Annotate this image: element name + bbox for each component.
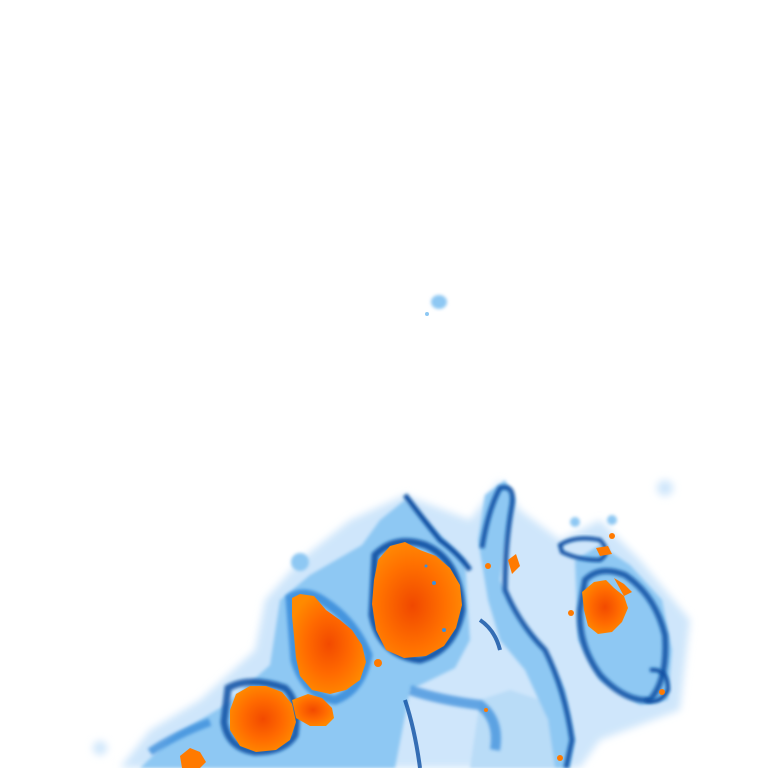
core-large-left [292,594,366,694]
orange-specks [374,554,563,761]
isolated-speck [425,295,447,316]
core-large-center [372,542,462,658]
core-lower-left [180,686,334,768]
core-small-right [568,533,665,695]
